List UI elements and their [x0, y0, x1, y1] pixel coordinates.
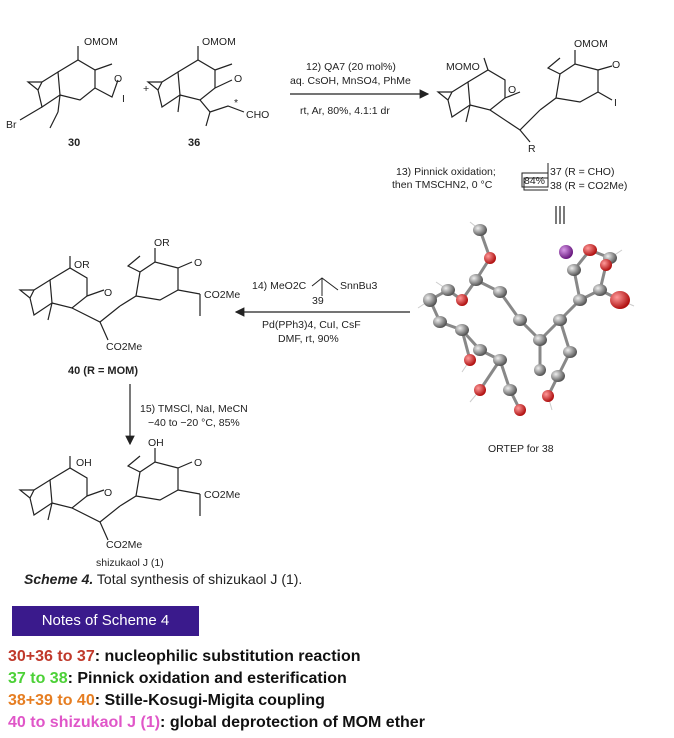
step14-tin: SnnBu3 — [340, 280, 378, 292]
step14-reagent-id: 39 — [312, 295, 324, 307]
step12-reagent: 12) QA7 (20 mol%) — [306, 61, 396, 73]
step15-reagents: 15) TMSCl, NaI, MeCN — [140, 403, 248, 415]
note-item-4: 40 to shizukaol J (1): global deprotecti… — [8, 714, 425, 732]
note-item-3: 38+39 to 40: Stille-Kosugi-Migita coupli… — [8, 692, 325, 710]
note-2-prefix: 37 to 38 — [8, 670, 68, 687]
c1-o1-label: O — [104, 487, 112, 499]
compound-38-label: 38 (R = CO2Me) — [550, 180, 627, 192]
c1-o2-label: O — [194, 457, 202, 469]
ortep-structure-38 — [417, 221, 635, 416]
c30-omom-label: OMOM — [84, 36, 118, 48]
c30-br-label: Br — [6, 119, 17, 131]
note-3-text: : Stille-Kosugi-Migita coupling — [94, 692, 325, 709]
step14-vinyl-bond — [311, 277, 339, 291]
notes-title: Notes of Scheme 4 — [12, 606, 199, 636]
note-4-text: : global deprotection of MOM ether — [160, 714, 425, 731]
c37-o1-label: O — [508, 84, 516, 96]
c40-or1-label: OR — [74, 259, 90, 271]
note-1-prefix: 30+36 to 37 — [8, 648, 95, 665]
scheme-caption: Scheme 4. Total synthesis of shizukaol J… — [24, 571, 302, 587]
c1-oh1-label: OH — [76, 457, 92, 469]
step13-yield: 84% — [524, 175, 545, 187]
c40-o2-label: O — [194, 257, 202, 269]
compound-36-id: 36 — [188, 137, 200, 149]
step12-conditions: rt, Ar, 80%, 4.1:1 dr — [300, 105, 390, 117]
c40-o1-label: O — [104, 287, 112, 299]
c36-omom-label: OMOM — [202, 36, 236, 48]
note-1-text: : nucleophilic substitution reaction — [94, 648, 361, 665]
c40-or2-label: OR — [154, 237, 170, 249]
compound-37-label: 37 (R = CHO) — [550, 166, 614, 178]
c40-co2me1-label: CO2Me — [204, 289, 240, 301]
note-3-prefix: 38+39 to 40 — [8, 692, 95, 709]
step13-yield-box — [521, 172, 549, 188]
note-item-1: 30+36 to 37: nucleophilic substitution r… — [8, 648, 361, 666]
c37-o2-label: O — [612, 59, 620, 71]
caption-bold: Scheme 4. — [24, 571, 94, 587]
step12-additives: aq. CsOH, MnSO4, PhMe — [290, 75, 411, 87]
compound-30-structure — [19, 46, 119, 129]
c30-i-label: I — [122, 93, 125, 105]
step13-line2: then TMSCHN2, 0 °C — [392, 179, 493, 191]
step14-reagent: 14) MeO2C — [252, 280, 307, 292]
c36-star: * — [234, 97, 238, 109]
compound-40-structure — [18, 248, 201, 341]
plus-sign: + — [143, 83, 149, 95]
shizukaol-j-id: shizukaol J (1) — [96, 557, 164, 569]
note-4-prefix: 40 to shizukaol J (1) — [8, 714, 161, 731]
c40-co2me2-label: CO2Me — [106, 341, 142, 353]
c37-momo-label: MOMO — [446, 61, 480, 73]
c1-oh2-label: OH — [148, 437, 164, 449]
step14-conditions: DMF, rt, 90% — [278, 333, 339, 345]
compound-40-id: 40 (R = MOM) — [68, 365, 138, 377]
step14-catalyst: Pd(PPh3)4, CuI, CsF — [262, 319, 361, 331]
c30-o-label: O — [114, 73, 122, 85]
shizukaol-j-structure — [18, 448, 201, 541]
compound-30-id: 30 — [68, 137, 80, 149]
c37-r-label: R — [528, 143, 536, 155]
c36-cho-label: CHO — [246, 109, 269, 121]
ortep-caption: ORTEP for 38 — [488, 443, 554, 455]
c1-co2me1-label: CO2Me — [204, 489, 240, 501]
equivalence-mark — [555, 206, 565, 224]
caption-text: Total synthesis of shizukaol J (1). — [93, 571, 303, 587]
compound-36-structure — [146, 46, 245, 127]
compound-37-38-structure — [436, 50, 613, 143]
reaction-scheme: OMOM O I Br 30 + OMOM O * CHO 36 12) QA7… — [6, 36, 635, 569]
c37-i-label: I — [614, 97, 617, 109]
step13-line1: 13) Pinnick oxidation; — [396, 166, 496, 178]
note-2-text: : Pinnick oxidation and esterification — [67, 670, 347, 687]
note-item-2: 37 to 38: Pinnick oxidation and esterifi… — [8, 670, 347, 688]
step15-conditions: −40 to −20 °C, 85% — [148, 417, 240, 429]
c37-omom-label: OMOM — [574, 38, 608, 50]
c1-co2me2-label: CO2Me — [106, 539, 142, 551]
c36-o-label: O — [234, 73, 242, 85]
